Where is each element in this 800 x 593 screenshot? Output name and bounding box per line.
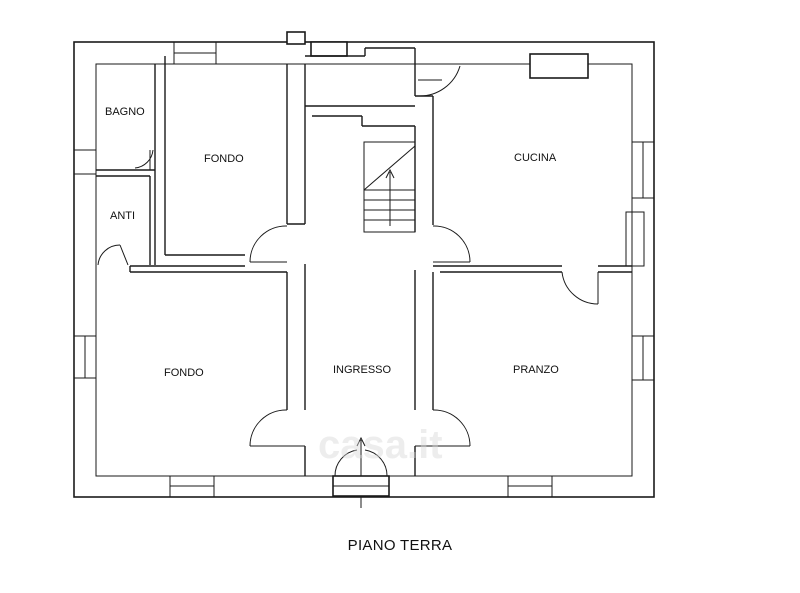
interior-walls	[96, 47, 632, 508]
room-label-cucina: CUCINA	[514, 152, 557, 164]
room-label-ingresso: INGRESSO	[333, 364, 392, 376]
watermark: casa.it	[318, 423, 443, 467]
room-label-fondo-bottom: FONDO	[164, 367, 204, 379]
plan-caption: PIANO TERRA	[347, 537, 453, 554]
room-label-bagno: BAGNO	[105, 106, 145, 118]
roof-details	[286, 31, 589, 79]
room-labels: BAGNO ANTI FONDO FONDO INGRESSO CUCINA P…	[105, 106, 559, 379]
door-swings	[97, 65, 599, 477]
room-label-anti: ANTI	[110, 210, 135, 222]
outer-walls	[73, 41, 655, 498]
windows	[73, 41, 655, 498]
room-label-pranzo: PRANZO	[513, 364, 559, 376]
room-label-fondo-top: FONDO	[204, 153, 244, 165]
